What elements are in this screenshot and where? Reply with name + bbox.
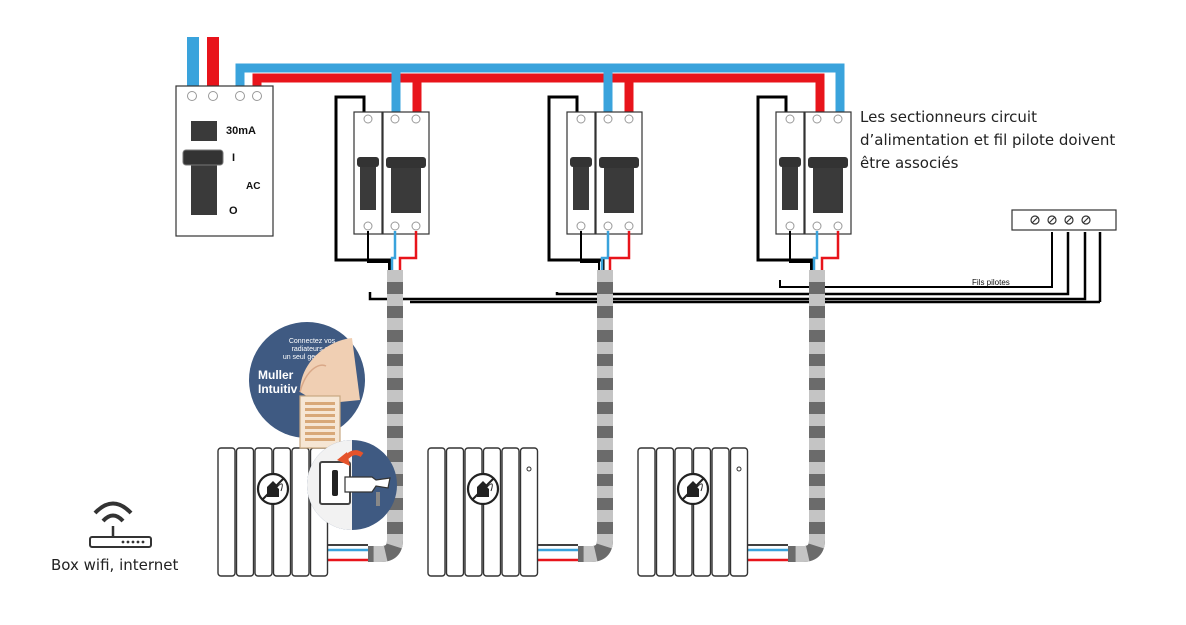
pilot-breaker-handle [782,160,798,210]
pilot-out-wire [367,231,390,270]
pilot-breaker-handle [573,160,589,210]
power-breaker-handle [604,163,634,213]
breaker-group-3 [756,95,852,270]
phase-bus [252,73,825,112]
radiator-fin [729,447,749,577]
note-line-2: d’alimentation et fil pilote doivent [860,131,1116,149]
breaker-type: AC [246,181,260,192]
pilot-bus-label: Fils pilotes [972,278,1010,287]
radiator-fin [655,447,675,577]
wifi-router-icon [89,501,152,548]
neutral-out-wire [600,231,610,270]
main-differential-breaker: 30mA I AC O [175,85,274,237]
phase-out-wire [398,231,418,270]
note-line-3: être associés [860,154,959,172]
pilot-breaker-handle [360,160,376,210]
breaker-groups [334,95,852,270]
breaker-on-mark: I [232,152,235,164]
pilot-out-wire [580,231,600,270]
plug [344,476,391,493]
radiator-fin [464,447,483,577]
test-button [191,121,217,141]
breaker-rating: 30mA [226,125,256,137]
radiator-fin [427,447,446,577]
breaker-group-2 [547,95,643,270]
neutral-out-wire [390,231,397,270]
association-note: Les sectionneurs circuit d’alimentation … [860,106,1160,175]
radiator-fin [254,447,273,577]
ad-line-3: un seul geste avec [283,354,342,361]
pilot-terminal-block [1011,209,1117,231]
ad-line-2: radiateurs en [292,346,333,353]
hand [300,338,360,404]
breaker-off-mark: O [229,205,238,217]
supply-cable [578,270,613,562]
radiator-fin [291,447,310,577]
phase-out-wire [608,231,631,270]
neutral-bus [235,63,845,112]
ad-brand-1: Muller [258,368,294,382]
radiator-fin [235,447,255,577]
phase-out-wire [820,231,840,270]
supply-cable [788,270,825,562]
radiator-indicator-light [736,466,742,472]
radiator-fin [272,447,292,577]
supply-cable [368,270,403,562]
radiator-fin [482,447,502,577]
radiator-2 [427,270,613,577]
radiator-fin [217,447,236,577]
power-breaker-handle [391,163,421,213]
breaker-group-1 [334,95,430,270]
radiator-fin [501,447,520,577]
module-ad: Connectez vos radiateurs en un seul gest… [249,322,365,449]
plug-illustration [307,440,397,530]
ad-line-1: Connectez vos [289,338,336,345]
radiators [217,270,825,577]
radiator-fin [519,447,539,577]
radiator-fin [674,447,693,577]
radiator-fin [711,447,730,577]
neutral-out-wire [812,231,819,270]
pilot-out-wire [789,231,812,270]
supply-wires [187,37,845,112]
router-label: Box wifi, internet [51,556,179,574]
radiator-fin [637,447,656,577]
radiator-fin [692,447,712,577]
radiator-indicator-light [526,466,532,472]
ad-brand-2: Intuitiv [258,382,298,396]
radiator-3 [637,270,825,577]
power-breaker-handle [813,163,843,213]
radiator-1 [217,270,403,577]
note-line-1: Les sectionneurs circuit [860,108,1037,126]
pilot-wire-bus: Fils pilotes [368,232,1102,304]
radiator-fin [445,447,465,577]
